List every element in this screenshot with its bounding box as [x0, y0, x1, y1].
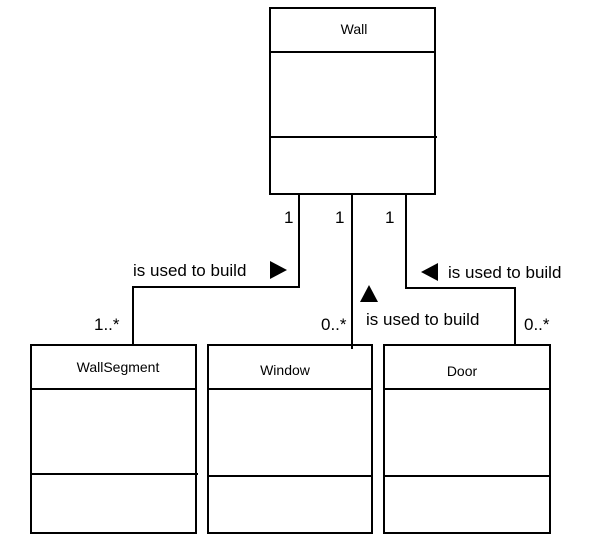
- multiplicity-door: 0..*: [524, 315, 550, 334]
- class-door[interactable]: Door: [383, 344, 551, 534]
- association-window[interactable]: 1 0..* is used to build: [321, 195, 479, 349]
- class-wallsegment-box: [30, 344, 197, 534]
- multiplicity-wall-window: 1: [335, 208, 344, 227]
- direction-arrow-right-icon: [270, 261, 287, 279]
- association-wallsegment-label: is used to build: [133, 261, 246, 280]
- class-wall-name: Wall: [341, 21, 368, 37]
- association-door[interactable]: 1 0..* is used to build: [385, 195, 561, 345]
- association-window-label: is used to build: [366, 310, 479, 329]
- multiplicity-wall-door: 1: [385, 208, 394, 227]
- class-window-name: Window: [260, 362, 311, 378]
- class-wall-box: [269, 7, 436, 195]
- class-window-box: [207, 344, 373, 534]
- direction-arrow-left-icon: [421, 263, 438, 281]
- class-window[interactable]: Window: [207, 344, 373, 534]
- class-wallsegment[interactable]: WallSegment: [30, 344, 198, 534]
- direction-arrow-up-icon: [360, 285, 378, 302]
- association-wallsegment-line: [132, 195, 300, 345]
- class-wall[interactable]: Wall: [269, 7, 437, 195]
- class-door-box: [383, 344, 551, 534]
- multiplicity-wallsegment: 1..*: [94, 315, 120, 334]
- multiplicity-window: 0..*: [321, 315, 347, 334]
- class-door-name: Door: [447, 363, 478, 379]
- association-door-line: [405, 195, 516, 345]
- association-door-label: is used to build: [448, 263, 561, 282]
- class-wallsegment-name: WallSegment: [77, 359, 160, 375]
- association-wallsegment[interactable]: 1 1..* is used to build: [94, 195, 300, 345]
- multiplicity-wall-wallsegment: 1: [284, 208, 293, 227]
